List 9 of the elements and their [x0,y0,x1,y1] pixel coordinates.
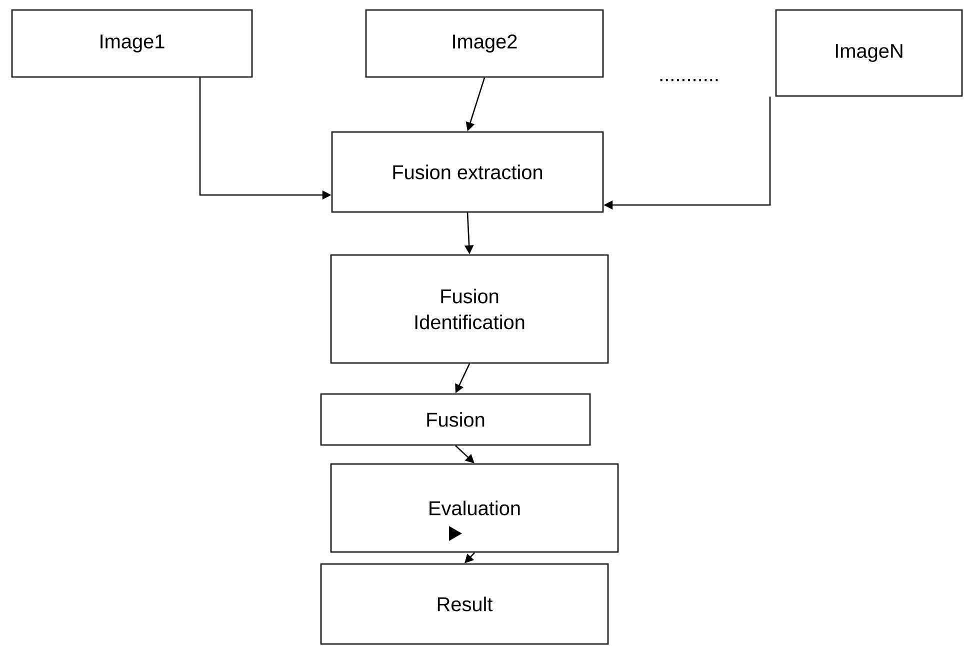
process-box: Fusion [320,393,591,446]
process-box: Fusion extraction [331,131,604,213]
process-box: Result [320,563,609,645]
process-box: ImageN [775,9,963,97]
ellipsis-dots: ........... [660,79,718,82]
process-box: Image2 [365,9,604,78]
process-box: Evaluation [330,463,619,553]
process-box: Fusion Identification [330,254,609,364]
process-box: Image1 [11,9,253,78]
